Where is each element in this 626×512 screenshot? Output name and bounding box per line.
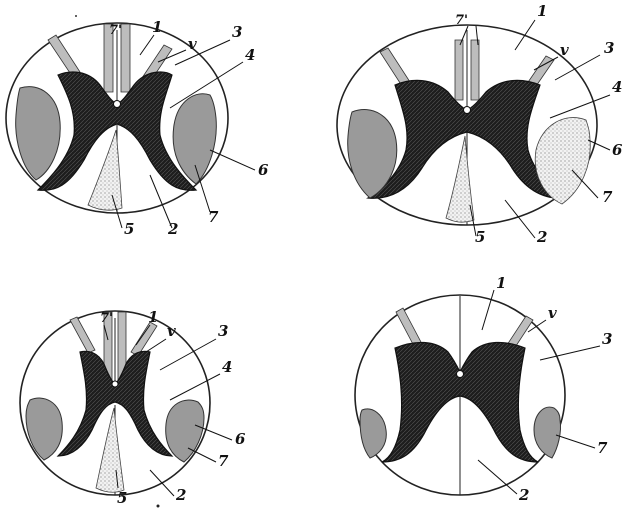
section-d-label-3: 3 xyxy=(602,330,612,348)
section-c: 7' 1 v 3 4 6 7 2 5 xyxy=(20,308,246,507)
section-d-central-canal xyxy=(457,371,464,378)
section-a-label-3: 3 xyxy=(232,23,242,41)
section-a-column-7prime-r xyxy=(121,24,130,92)
section-c-label-3: 3 xyxy=(218,322,228,340)
section-a-central-canal xyxy=(114,101,121,108)
section-c-label-7prime: 7' xyxy=(100,311,113,326)
section-a-label-6: 6 xyxy=(258,161,269,179)
section-a-label-5: 5 xyxy=(124,220,134,238)
section-b-label-6: 6 xyxy=(612,141,623,159)
section-d-label-v: v xyxy=(548,304,557,322)
section-c-label-1: 1 xyxy=(148,308,158,326)
section-d: 1 v 3 7 2 xyxy=(355,274,612,504)
section-b: 7' 1 v 3 4 6 7 2 5 xyxy=(337,2,623,246)
section-a-label-7prime: 7' xyxy=(109,23,122,38)
section-a-label-v: v xyxy=(188,35,197,53)
section-c-label-4: 4 xyxy=(222,358,232,376)
section-b-label-4: 4 xyxy=(612,78,622,96)
section-b-label-3: 3 xyxy=(604,39,614,57)
section-b-label-5: 5 xyxy=(475,228,485,246)
section-d-label-7: 7 xyxy=(597,439,608,457)
section-c-label-6: 6 xyxy=(235,430,246,448)
section-a: 7' 1 v 3 4 6 7 2 5 xyxy=(6,18,269,238)
speck-bottom xyxy=(157,505,160,508)
section-b-label-7: 7 xyxy=(602,188,613,206)
section-a-label-4: 4 xyxy=(245,46,255,64)
section-c-label-7: 7 xyxy=(218,452,229,470)
section-b-label-7prime: 7' xyxy=(455,13,468,28)
section-c-label-2: 2 xyxy=(175,486,186,504)
section-c-central-canal xyxy=(112,381,118,387)
section-b-column-7prime-r xyxy=(471,40,479,100)
section-d-label-2: 2 xyxy=(518,486,529,504)
section-b-central-canal xyxy=(464,107,471,114)
speck-top xyxy=(75,15,77,17)
section-b-label-1: 1 xyxy=(537,2,547,20)
section-c-label-5: 5 xyxy=(117,489,127,507)
section-b-column-7prime xyxy=(455,40,463,100)
section-a-label-2: 2 xyxy=(167,220,178,238)
section-d-label-1: 1 xyxy=(496,274,506,292)
section-b-label-v: v xyxy=(560,41,569,59)
section-c-label-v: v xyxy=(167,322,176,340)
section-a-label-1: 1 xyxy=(152,18,162,36)
section-b-label-2: 2 xyxy=(536,228,547,246)
